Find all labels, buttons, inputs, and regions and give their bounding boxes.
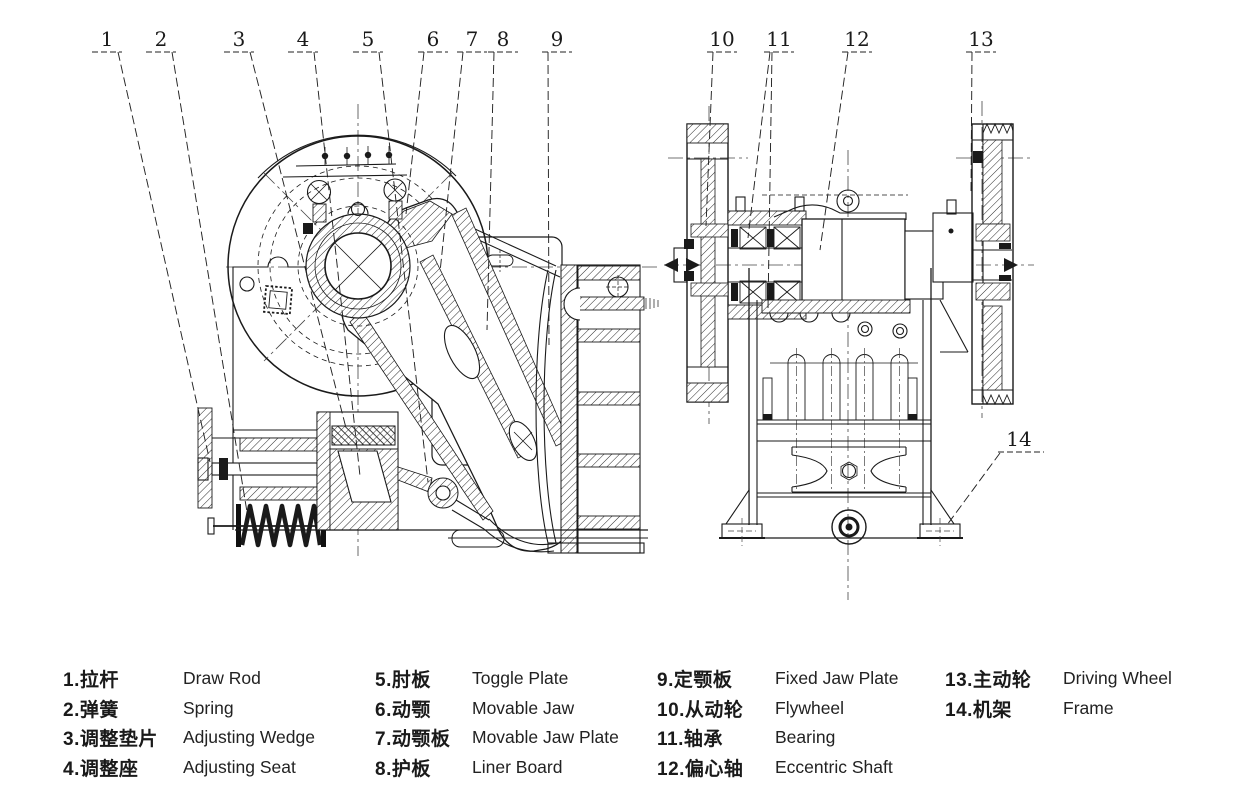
frame-side-plate <box>232 223 317 530</box>
callout-10: 10 <box>709 27 734 51</box>
front-view-drawing <box>664 101 1034 600</box>
callout-leaders <box>92 51 1044 526</box>
flywheel-front <box>664 123 729 403</box>
frame-front <box>719 268 963 546</box>
callout-13: 13 <box>968 27 993 51</box>
base-lines-left <box>235 529 648 539</box>
callout-11: 11 <box>766 27 791 51</box>
callout-2: 2 <box>155 27 168 51</box>
driving-wheel <box>932 122 1018 406</box>
callout-8: 8 <box>497 27 510 51</box>
callout-4: 4 <box>297 27 310 51</box>
side-view-drawing <box>197 104 659 556</box>
draw-rod-spring-assembly <box>197 407 490 548</box>
eccentric-shaft-side <box>297 178 419 327</box>
callout-14: 14 <box>1006 427 1031 451</box>
callout-3: 3 <box>233 27 246 51</box>
callout-1: 1 <box>101 27 114 51</box>
callout-12: 12 <box>844 27 869 51</box>
callout-6: 6 <box>427 27 440 51</box>
eccentric-shaft-front <box>761 189 944 339</box>
callout-7: 7 <box>466 27 479 51</box>
callout-9: 9 <box>551 27 564 51</box>
callout-5: 5 <box>362 27 375 51</box>
fixed-jaw-assembly <box>535 264 659 554</box>
callout-numbers: 1 2 3 4 5 6 7 8 9 10 11 12 13 14 <box>101 27 1032 451</box>
